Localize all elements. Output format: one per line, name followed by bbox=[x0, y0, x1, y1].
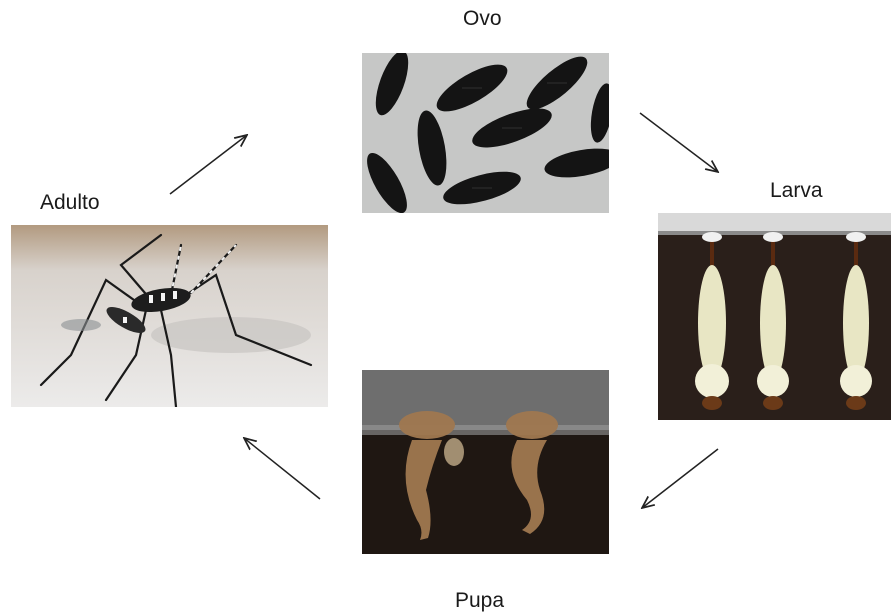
label-adulto: Adulto bbox=[40, 192, 100, 213]
label-larva: Larva bbox=[770, 180, 823, 201]
arrow-adult-to-egg bbox=[170, 135, 247, 194]
arrow-egg-to-larva bbox=[640, 113, 718, 172]
adult-photo bbox=[11, 225, 328, 407]
arrow-larva-to-pupa bbox=[642, 449, 718, 508]
larva-photo bbox=[658, 213, 891, 420]
label-pupa: Pupa bbox=[455, 590, 504, 611]
label-ovo: Ovo bbox=[463, 8, 502, 29]
arrow-pupa-to-adult bbox=[244, 438, 320, 499]
pupa-photo bbox=[362, 370, 609, 554]
egg-photo bbox=[362, 53, 609, 213]
